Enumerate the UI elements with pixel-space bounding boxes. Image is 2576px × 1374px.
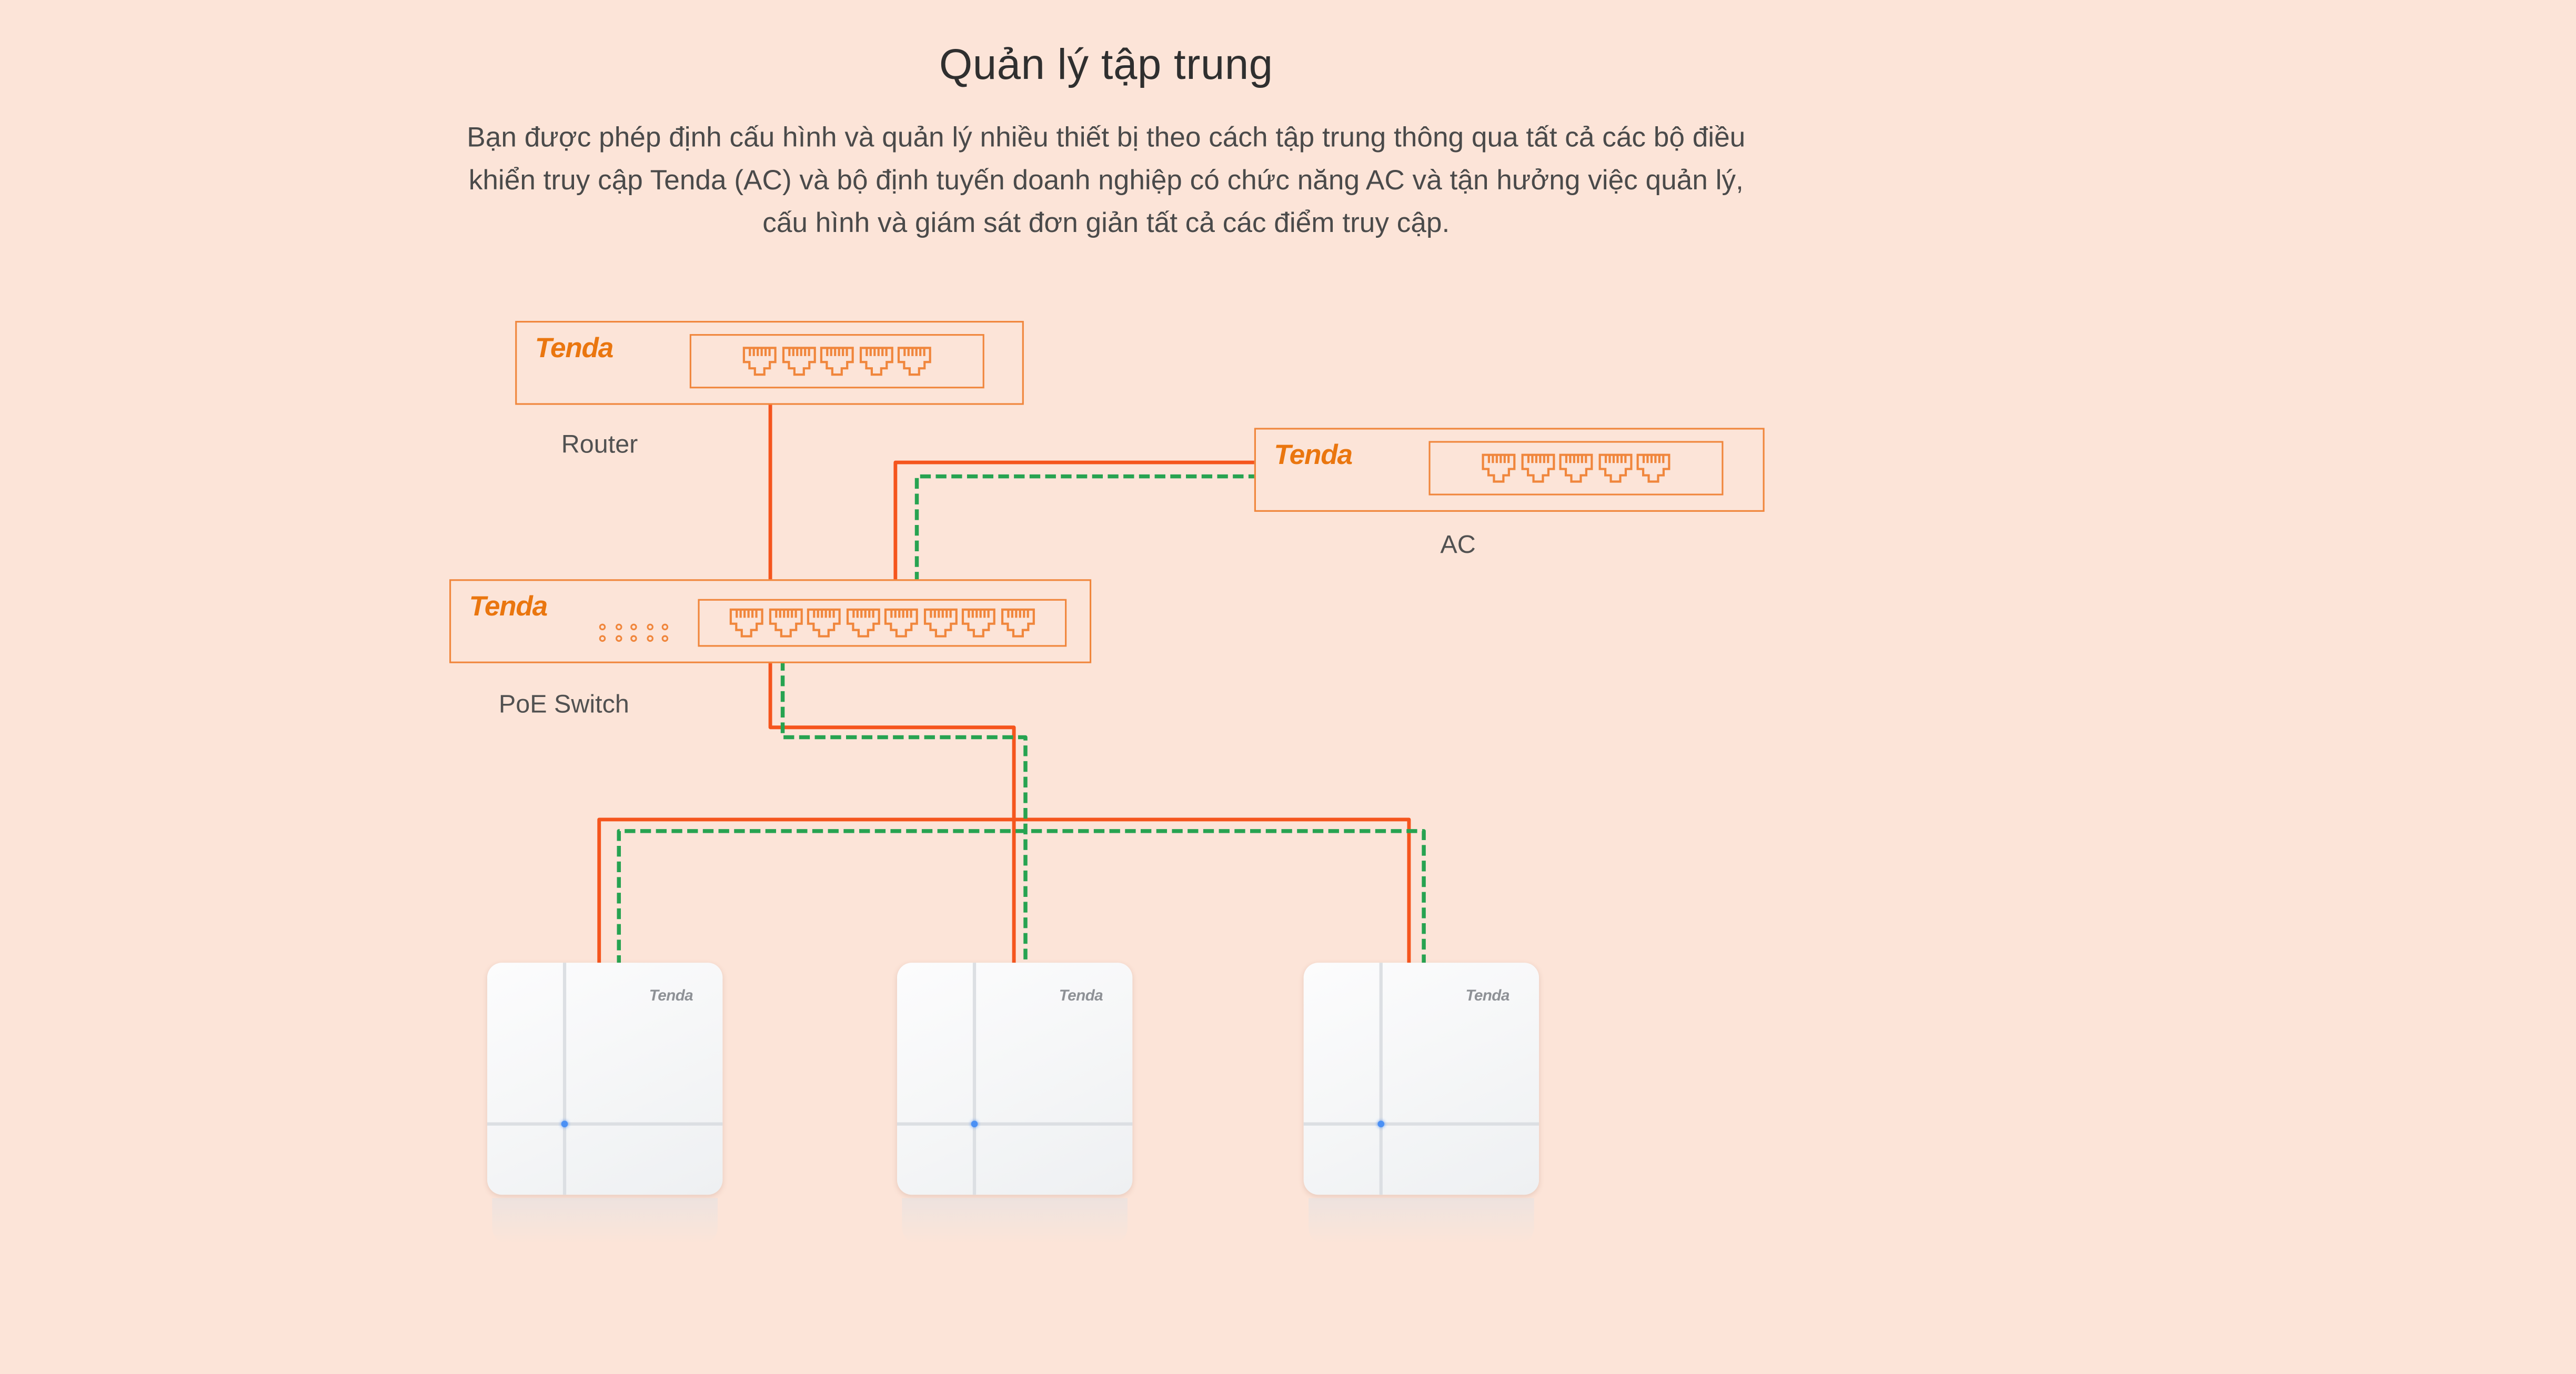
cable-switch-to-ap2-orange: [768, 660, 1016, 966]
access-point-2: Tenda: [897, 963, 1133, 1245]
description-line-1: Bạn được phép định cấu hình và quản lý n…: [467, 122, 1746, 153]
tenda-logo: Tenda: [1274, 439, 1353, 471]
cable-switch-to-ap2-green: [780, 660, 1028, 966]
led-indicator: [646, 623, 653, 631]
ac-controller-device: Tenda: [1254, 428, 1765, 512]
ac-port-panel: [1428, 441, 1724, 496]
page-title: Quản lý tập trung: [939, 39, 1273, 89]
led-indicator: [599, 623, 606, 631]
access-point-3: Tenda: [1303, 963, 1539, 1245]
ap-reflection: [1309, 1198, 1534, 1245]
ap-vertical-seam: [1379, 963, 1382, 1195]
ap-status-led: [1376, 1119, 1384, 1127]
cable-switch-to-ac-orange: [893, 460, 1258, 583]
led-indicator: [615, 635, 621, 642]
ethernet-port-icon: [1598, 453, 1632, 482]
router-device: Tenda: [515, 321, 1024, 405]
led-indicator: [630, 623, 637, 631]
led-indicator: [599, 635, 606, 642]
ap-vertical-seam: [972, 963, 975, 1195]
description-line-3: cấu hình và giám sát đơn giản tất cả các…: [762, 207, 1450, 239]
led-indicator: [646, 635, 653, 642]
led-indicator: [615, 623, 621, 631]
ap-vertical-seam: [562, 963, 566, 1195]
ap-reflection: [902, 1198, 1128, 1245]
router-label: Router: [561, 431, 638, 459]
page-description: Bạn được phép định cấu hình và quản lý n…: [0, 117, 2212, 245]
ethernet-port-icon: [1559, 453, 1593, 482]
led-indicator: [661, 635, 669, 642]
ethernet-port-icon: [1520, 453, 1554, 482]
poe-switch-label: PoE Switch: [498, 691, 629, 720]
ethernet-port-icon: [1636, 453, 1671, 482]
ethernet-port-icon: [820, 346, 854, 375]
tenda-logo: Tenda: [1059, 987, 1103, 1006]
ethernet-port-icon: [962, 608, 996, 637]
ap-status-led: [970, 1119, 978, 1127]
led-indicator: [661, 623, 669, 631]
ethernet-port-icon: [807, 608, 841, 637]
intro-section: Quản lý tập trung Bạn được phép định cấu…: [0, 0, 2212, 280]
ethernet-port-icon: [923, 608, 958, 637]
tenda-logo: Tenda: [535, 332, 614, 364]
router-port-panel: [689, 334, 984, 389]
ap-horizontal-seam: [487, 1122, 723, 1125]
access-point-1: Tenda: [487, 963, 723, 1245]
ethernet-port-icon: [884, 608, 919, 637]
ap-horizontal-seam: [897, 1122, 1133, 1125]
ac-label: AC: [1440, 531, 1476, 560]
ethernet-port-icon: [730, 608, 764, 637]
ap-reflection: [492, 1198, 718, 1245]
switch-led-indicators: [599, 623, 669, 642]
description-line-2: khiển truy cập Tenda (AC) và bộ định tuy…: [468, 164, 1744, 196]
led-indicator: [630, 635, 637, 642]
tenda-logo: Tenda: [1465, 987, 1510, 1006]
ethernet-port-icon: [1482, 453, 1516, 482]
cable-switch-to-ac-green: [914, 474, 1258, 583]
tenda-logo: Tenda: [469, 591, 548, 622]
ap-horizontal-seam: [1303, 1122, 1539, 1125]
cable-ap-bus-green: [617, 829, 1426, 966]
cable-ap-bus-orange: [597, 817, 1411, 966]
ethernet-port-icon: [769, 608, 802, 637]
poe-switch-device: Tenda: [449, 579, 1092, 663]
switch-port-panel: [698, 599, 1067, 647]
ethernet-port-icon: [742, 346, 777, 375]
ethernet-port-icon: [859, 346, 893, 375]
ethernet-port-icon: [1001, 608, 1035, 637]
ethernet-port-icon: [897, 346, 931, 375]
ethernet-port-icon: [781, 346, 816, 375]
ethernet-port-icon: [846, 608, 880, 637]
ap-status-led: [560, 1119, 568, 1127]
tenda-logo: Tenda: [649, 987, 693, 1006]
